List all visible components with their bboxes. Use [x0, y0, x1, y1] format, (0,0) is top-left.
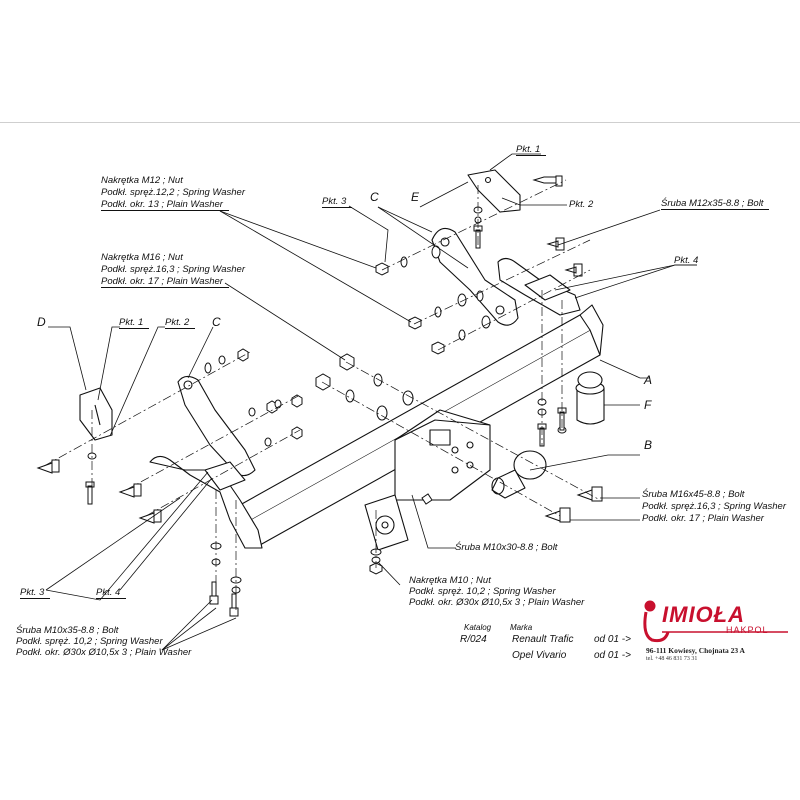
- arm-c-top: [431, 227, 519, 326]
- bracket-pkt4-top: [497, 257, 581, 316]
- socket-plate: [364, 494, 409, 551]
- bracket-e: [467, 169, 521, 213]
- logo-subtitle: HAKPOL: [726, 625, 769, 635]
- bracket-pkt4-bottom: [149, 455, 263, 549]
- top-divider: [0, 122, 800, 123]
- pkt2-top-label: Pkt. 2: [569, 199, 594, 210]
- arm-c-left: [177, 375, 256, 477]
- letter-d: D: [37, 315, 46, 329]
- pkt4-bottom-label: Pkt. 4: [96, 587, 127, 599]
- marka-label: Marka: [510, 623, 533, 632]
- bolt-m10x35-label: Śruba M10x35-8.8 ; Bolt: [16, 625, 119, 636]
- m12-nut-label: Nakrętka M12 ; Nut: [101, 175, 183, 186]
- m10-plain-washer-label: Podkł. okr. Ø30x Ø10,5x 3 ; Plain Washer: [409, 597, 585, 608]
- vehicle-from: od 01 ->: [594, 634, 631, 645]
- logo-wordmark: IMIOŁA: [662, 602, 745, 627]
- letter-f: F: [644, 398, 652, 412]
- letter-c-left: C: [212, 315, 221, 329]
- bracket-d: [79, 387, 113, 441]
- vehicle-name: Renault Trafic: [512, 634, 574, 645]
- m12-spring-washer-label: Podkł. spręż.12,2 ; Spring Washer: [101, 187, 245, 198]
- imiola-logo: IMIOŁA HAKPOL 96-111 Kowiesy, Chojnata 2…: [638, 598, 788, 678]
- bolt-m10x30-label: Śruba M10x30-8.8 ; Bolt: [455, 542, 558, 553]
- bolt-m16-spring-washer-label: Podkł. spręż.16,3 ; Spring Washer: [642, 501, 786, 512]
- vehicle-name: Opel Vivario: [512, 650, 567, 661]
- center-bracket: [394, 409, 491, 501]
- tow-ball-b: [491, 450, 547, 499]
- bolt-m12-label: Śruba M12x35-8.8 ; Bolt: [661, 198, 770, 210]
- m10-spring-washer-label: Podkł. spręż. 10,2 ; Spring Washer: [409, 586, 556, 597]
- logo-phone: tel. +48 46 831 73 31: [646, 656, 698, 662]
- bolt-m16-plain-washer-label: Podkł. okr. 17 ; Plain Washer: [642, 513, 764, 524]
- pkt4-top-label: Pkt. 4: [674, 255, 699, 266]
- m16-nut-label: Nakrętka M16 ; Nut: [101, 252, 183, 263]
- katalog-label: Katalog: [464, 623, 492, 632]
- logo-mark: [643, 600, 670, 643]
- letter-c-top: C: [370, 190, 379, 204]
- bolt-m16-label: Śruba M16x45-8.8 ; Bolt: [642, 489, 745, 500]
- m12-plain-washer-label: Podkł. okr. 13 ; Plain Washer: [101, 199, 229, 211]
- vehicle-from: od 01 ->: [594, 650, 631, 661]
- ball-cap-f: [575, 371, 605, 425]
- letter-b: B: [644, 438, 653, 452]
- pkt1-left-label: Pkt. 1: [119, 317, 150, 329]
- letter-a: A: [644, 373, 653, 387]
- pkt3-bottom-label: Pkt. 3: [20, 587, 51, 599]
- pkt2-left-label: Pkt. 2: [165, 317, 196, 329]
- bolt-m10x35-spring-washer-label: Podkł. spręż. 10,2 ; Spring Washer: [16, 636, 163, 647]
- logo-address: 96-111 Kowiesy, Chojnata 23 A: [646, 646, 745, 655]
- m16-spring-washer-label: Podkł. spręż.16,3 ; Spring Washer: [101, 264, 245, 275]
- katalog-value: R/024: [460, 634, 487, 645]
- m16-plain-washer-label: Podkł. okr. 17 ; Plain Washer: [101, 276, 229, 288]
- m10-nut-label: Nakrętka M10 ; Nut: [409, 575, 491, 586]
- pkt1-top-label: Pkt. 1: [516, 144, 547, 156]
- letter-e: E: [411, 190, 420, 204]
- pkt3-top-label: Pkt. 3: [322, 196, 353, 208]
- bolt-m10x35-plain-washer-label: Podkł. okr. Ø30x Ø10,5x 3 ; Plain Washer: [16, 647, 192, 658]
